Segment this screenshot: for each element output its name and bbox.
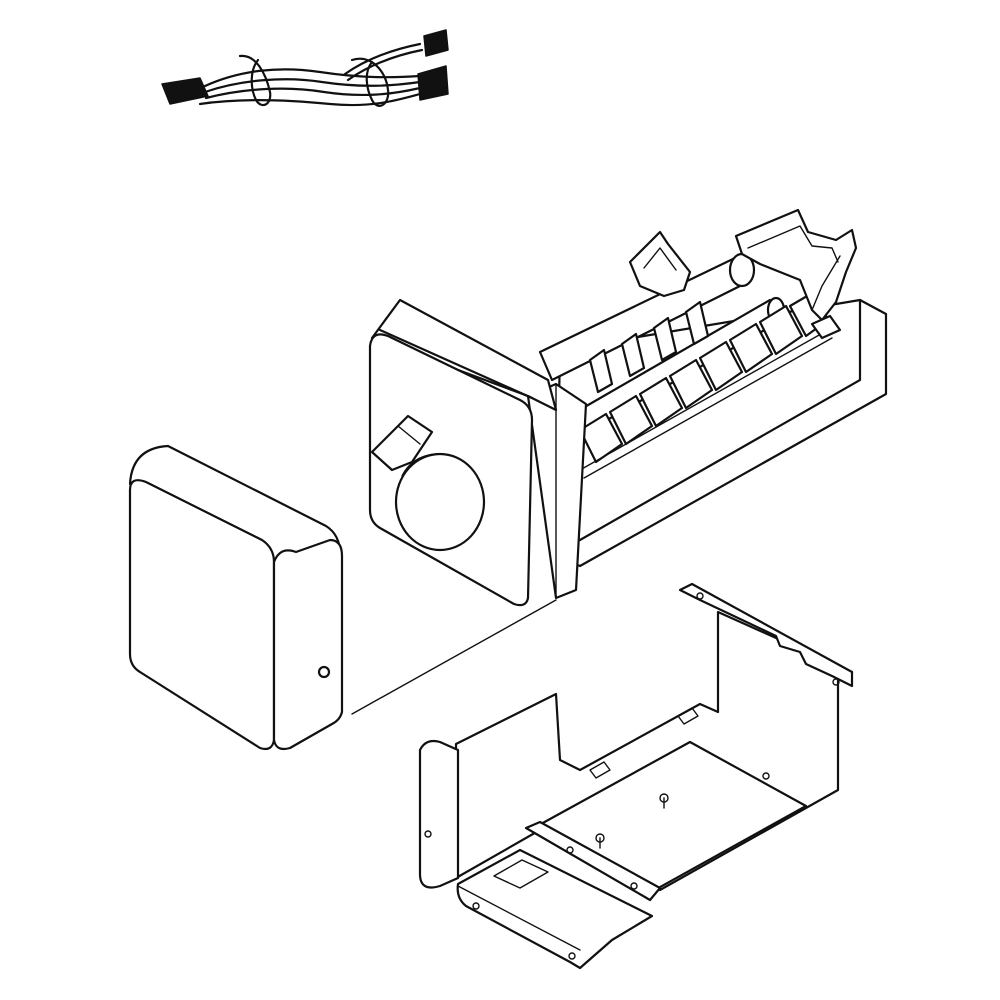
- harness-tie-left: [238, 54, 272, 107]
- control-knob: [394, 452, 486, 552]
- end-cover-side: [272, 538, 344, 751]
- control-housing-side: [526, 382, 588, 600]
- mold-body-edge: [578, 298, 862, 542]
- mounting-bracket: [418, 582, 854, 970]
- control-housing-rim: [370, 298, 558, 412]
- ice-maker-assembly: [368, 208, 888, 607]
- harness-right-connector-lower: [417, 65, 449, 101]
- bracket-front-rail: [524, 820, 662, 902]
- bracket-front-flange: [456, 848, 654, 970]
- harness-tie-right: [350, 57, 390, 107]
- ejector-fingers-upper: [588, 300, 710, 394]
- bracket-top-flange: [678, 582, 854, 688]
- alignment-line: [351, 599, 557, 715]
- wire-harness: [161, 29, 449, 107]
- feeler-arm: [370, 414, 434, 472]
- harness-left-connector: [161, 77, 209, 105]
- harness-right-connector-upper: [423, 29, 449, 57]
- end-bracket-tab: [810, 314, 842, 340]
- bracket-tab-left: [589, 761, 611, 779]
- end-bracket: [734, 208, 858, 322]
- bracket-tab-right: [677, 707, 699, 725]
- bracket-left-wall: [418, 739, 460, 889]
- end-cover-screw-hole: [317, 665, 331, 679]
- shaft-bracket: [628, 230, 692, 298]
- bracket-slot: [493, 859, 549, 889]
- harness-wire-bundle: [198, 42, 424, 107]
- end-cover: [128, 444, 557, 751]
